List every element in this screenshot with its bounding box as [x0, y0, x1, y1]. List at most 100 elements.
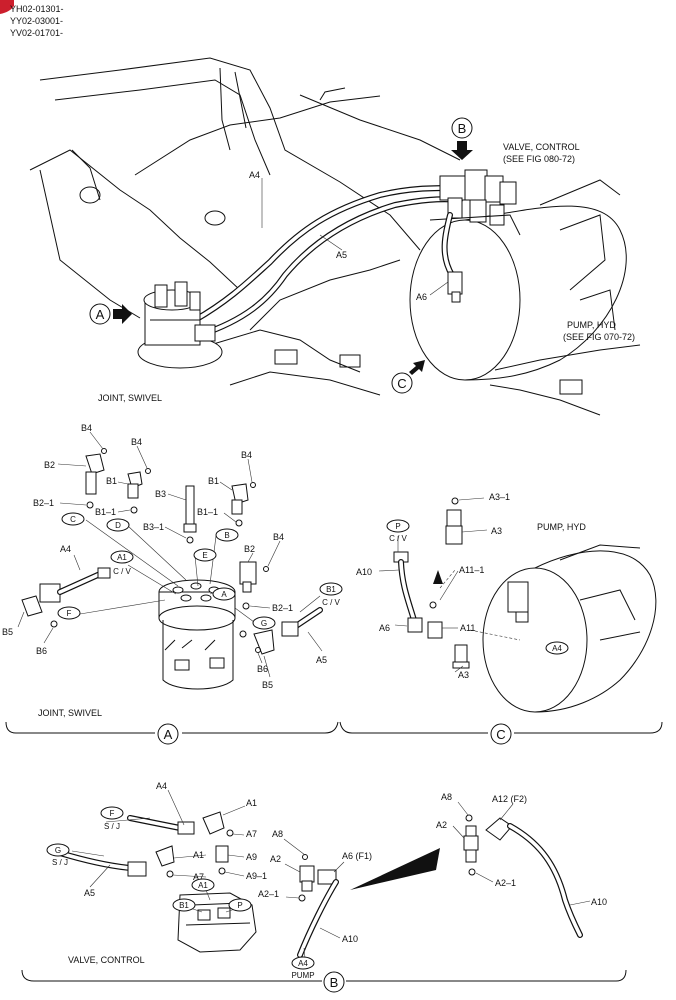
a-label-b2-1-2: B2–1 — [272, 603, 293, 613]
a-label-b1-1-1: B1–1 — [95, 507, 116, 517]
wedge-arrow-icon — [350, 848, 440, 890]
a-label-b6-1: B6 — [36, 646, 47, 656]
b-port-sub-g: S / J — [52, 858, 68, 867]
joint-swivel-label: JOINT, SWIVEL — [98, 393, 162, 403]
callout-b-bottom-letter: B — [330, 975, 339, 990]
b-label-a1-1: A1 — [246, 798, 257, 808]
a-port-sub-a1: C / V — [113, 567, 131, 576]
section-b-drawing — [57, 811, 583, 958]
b-label-a6-f1: A6 (F1) — [342, 851, 372, 861]
bracket-b-left — [21, 969, 322, 982]
a-port-tag-e: E — [202, 551, 207, 560]
bracket-a-left — [5, 721, 155, 734]
b-port-tag-a4: A4 — [298, 959, 308, 968]
c-port-tag-p: P — [395, 522, 400, 531]
a-label-b4-3: B4 — [241, 450, 252, 460]
c-port-tag-p-shape — [386, 519, 410, 533]
b-label-a8-1: A8 — [272, 829, 283, 839]
a-label-b1-1-2: B1–1 — [197, 507, 218, 517]
b-label-a9-1: A9–1 — [246, 871, 267, 881]
b-port-tag-g: G — [55, 846, 61, 855]
b-label-a7-2: A7 — [193, 872, 204, 882]
b-label-a1-2: A1 — [193, 850, 204, 860]
c-label-a3-bot: A3 — [458, 670, 469, 680]
a-label-a5: A5 — [316, 655, 327, 665]
b-port-tags: F S / J G S / J A1 B1 P A4 PUMP — [46, 806, 315, 980]
a-label-b6-2: B6 — [257, 664, 268, 674]
overview-drawing — [29, 57, 641, 416]
b-label-a2-1-2: A2–1 — [495, 878, 516, 888]
section-c-title: PUMP, HYD — [537, 522, 586, 532]
serial-number-2: YY02-03001- — [10, 16, 63, 26]
pump-hyd-label: PUMP, HYD — [567, 320, 616, 330]
a-label-b4-1: B4 — [81, 423, 92, 433]
corner-mark — [0, 0, 14, 14]
callout-a-top — [89, 303, 111, 325]
section-b-leaders — [71, 789, 591, 959]
a-port-tag-c: C — [70, 515, 76, 524]
callout-a-bottom — [157, 723, 179, 745]
arrow-right-icon — [113, 304, 132, 324]
b-port-tag-a1: A1 — [198, 881, 208, 890]
b-label-a2-1-1: A2–1 — [258, 889, 279, 899]
section-a-leaders — [17, 431, 323, 678]
b-label-a10-1: A10 — [342, 934, 358, 944]
a-label-b3: B3 — [155, 489, 166, 499]
callout-a-bottom-letter: A — [164, 727, 173, 742]
section-c-leaders — [378, 497, 488, 673]
valve-control-label: VALVE, CONTROL — [503, 142, 580, 152]
a-label-b4-4: B4 — [273, 532, 284, 542]
b-label-a8-2: A8 — [441, 792, 452, 802]
bracket-c-left — [339, 721, 488, 734]
c-tag-a4: A4 — [552, 644, 562, 653]
overview-label-a5: A5 — [336, 250, 347, 260]
bracket-c-right — [514, 721, 663, 734]
bracket-b-right — [346, 969, 627, 982]
a-port-tag-b1: B1 — [326, 585, 336, 594]
c-label-a10: A10 — [356, 567, 372, 577]
valve-control-ref: (SEE FIG 080-72) — [503, 154, 575, 164]
b-port-tag-p: P — [237, 901, 242, 910]
b-port-tag-f: F — [110, 809, 115, 818]
a-label-b4-2: B4 — [131, 437, 142, 447]
b-label-a7-1: A7 — [246, 829, 257, 839]
a-label-b1-2: B1 — [208, 476, 219, 486]
a-label-b1-1: B1 — [106, 476, 117, 486]
b-label-pump: PUMP — [291, 971, 314, 980]
section-a-drawing — [21, 448, 323, 690]
a-label-b3-1: B3–1 — [143, 522, 164, 532]
a-port-sub-b1: C / V — [322, 598, 340, 607]
c-label-a11: A11 — [460, 623, 475, 633]
section-c-drawing — [393, 497, 657, 713]
c-label-a6: A6 — [379, 623, 390, 633]
a-port-tag-d: D — [115, 521, 121, 530]
serial-number-3: YV02-01701- — [10, 28, 63, 38]
callout-a-top-letter: A — [96, 307, 105, 322]
a-port-tags: C D E B A F G A1 C / V B1 C / V — [57, 512, 343, 630]
b-port-sub-f: S / J — [104, 822, 120, 831]
c-label-a3-top: A3 — [491, 526, 502, 536]
callout-c-bottom-letter: C — [496, 727, 505, 742]
a-port-tag-a1: A1 — [117, 553, 127, 562]
c-tag-a4-shape — [545, 641, 569, 655]
b-label-a2-2: A2 — [436, 820, 447, 830]
a-port-tag-a: A — [221, 590, 227, 599]
c-label-a3-1: A3–1 — [489, 492, 510, 502]
b-port-tag-b1: B1 — [179, 901, 189, 910]
a-label-b2-1-1: B2–1 — [33, 498, 54, 508]
section-b-title: VALVE, CONTROL — [68, 955, 145, 965]
b-label-a12-f2: A12 (F2) — [492, 794, 527, 804]
a-label-b5-2: B5 — [262, 680, 273, 690]
callout-c-top-letter: C — [397, 376, 406, 391]
arrow-down-icon — [451, 141, 473, 160]
b-label-a10-2: A10 — [591, 897, 607, 907]
a-port-tag-b: B — [224, 531, 229, 540]
callout-c-top — [391, 372, 413, 394]
b-label-a2-1: A2 — [270, 854, 281, 864]
arrow-up-right-icon — [409, 360, 425, 375]
a-label-a4: A4 — [60, 544, 71, 554]
a-label-b2-2: B2 — [244, 544, 255, 554]
b-label-a9: A9 — [246, 852, 257, 862]
callout-c-bottom — [490, 723, 512, 745]
